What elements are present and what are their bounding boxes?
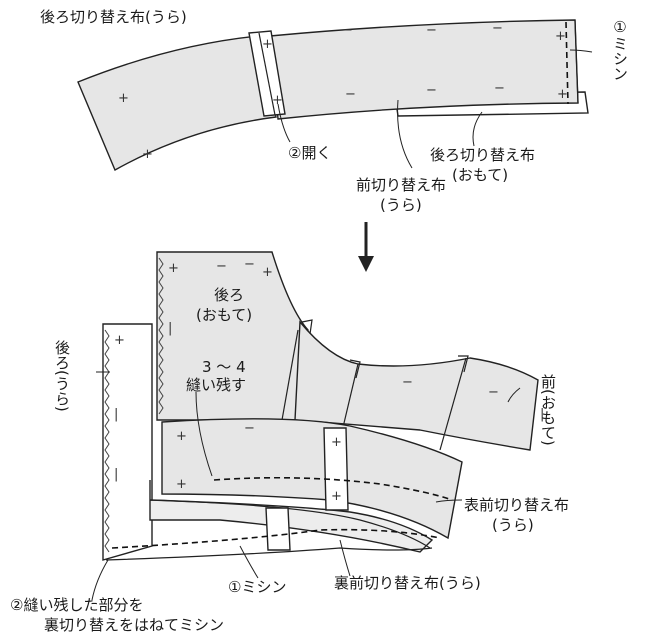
svg-text:+: + (331, 489, 342, 504)
svg-text:−: − (216, 259, 227, 274)
svg-text:−: − (492, 21, 503, 36)
svg-text:−: − (244, 257, 255, 272)
label-back-omote-2: (おもて) (196, 306, 252, 324)
svg-text:+: + (176, 429, 187, 444)
svg-text:−: − (402, 375, 413, 390)
label-open-2: ②開く (288, 144, 331, 162)
svg-text:−: − (426, 83, 437, 98)
label-leave-2: 縫い残す (186, 376, 246, 394)
back-omote-piece (156, 251, 309, 421)
svg-text:+: + (176, 477, 187, 492)
back-switch-ura-piece (77, 35, 277, 171)
back-ura-piece (102, 323, 153, 561)
bottom-assembly: + | | + − − + | − − + + (91, 251, 544, 601)
svg-text:|: | (114, 407, 118, 422)
labels: 後ろ切り替え布(うら) ①ミシン ②開く 後ろ切り替え布 (おもて) 前切り替え… (10, 8, 629, 634)
inner-front-switch-piece (149, 480, 434, 553)
label-front-switch-ura-2: (うら) (380, 196, 422, 214)
down-arrow-icon (358, 222, 374, 272)
label-note-2: 裏切り替えをはねてミシン (44, 616, 224, 634)
svg-text:+: + (262, 37, 273, 52)
top-band-assembly: + + − − − − − − + + + + (77, 19, 593, 171)
svg-text:+: + (142, 147, 153, 162)
label-front-omote: 前(おもて) (539, 374, 557, 446)
svg-text:+: + (262, 265, 273, 280)
label-back-switch-omote-2: (おもて) (452, 166, 508, 184)
svg-text:|: | (540, 407, 544, 422)
outer-front-switch-piece (161, 418, 463, 540)
label-outer-front-switch-2: (うら) (492, 516, 534, 534)
label-back-ura: 後ろ(うら) (53, 340, 71, 412)
label-back-switch-ura: 後ろ切り替え布(うら) (40, 8, 187, 26)
svg-text:−: − (488, 385, 499, 400)
svg-text:−: − (342, 23, 353, 38)
svg-text:−: − (494, 81, 505, 96)
svg-text:+: + (557, 87, 568, 102)
svg-text:+: + (331, 435, 342, 450)
svg-text:|: | (114, 467, 118, 482)
label-outer-front-switch-1: 表前切り替え布 (464, 496, 569, 514)
opened-seam-bottom (323, 427, 349, 511)
svg-text:+: + (272, 93, 283, 108)
sew-line-top (565, 21, 569, 105)
front-omote-piece (294, 320, 539, 451)
svg-text:−: − (426, 23, 437, 38)
label-front-switch-ura-1: 前切り替え布 (356, 176, 446, 194)
label-inner-front-switch: 裏前切り替え布(うら) (334, 574, 481, 592)
front-switch-piece (269, 19, 579, 120)
label-sew-bottom: ①ミシン (228, 578, 286, 596)
label-sew-1: ①ミシン (611, 18, 629, 81)
svg-text:+: + (555, 29, 566, 44)
label-note-1: ②縫い残した部分を (10, 596, 143, 614)
svg-text:+: + (118, 91, 129, 106)
label-back-omote-1: 後ろ (214, 286, 244, 304)
svg-text:+: + (168, 261, 179, 276)
label-back-switch-omote-1: 後ろ切り替え布 (430, 146, 535, 164)
svg-text:−: − (345, 87, 356, 102)
lower-strap (265, 507, 291, 551)
svg-text:|: | (168, 321, 172, 336)
svg-text:+: + (114, 333, 125, 348)
svg-text:−: − (244, 421, 255, 436)
label-leave-1: 3 〜 4 (202, 358, 246, 376)
leave-seam-line (213, 476, 453, 501)
